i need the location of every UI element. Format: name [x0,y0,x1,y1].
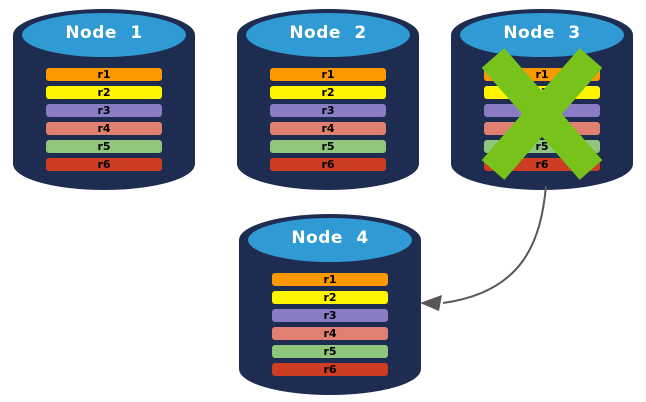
replica-row-list: r1 r2 r3 r4 r5 r6 [270,68,386,176]
row-r1: r1 [272,273,388,286]
row-r5: r5 [46,140,162,153]
row-r2: r2 [46,86,162,99]
row-r4: r4 [270,122,386,135]
row-r1: r1 [270,68,386,81]
row-r1: r1 [46,68,162,81]
row-r6: r6 [270,158,386,171]
node-title: Node 3 [503,23,581,43]
row-r3: r3 [272,309,388,322]
row-r4: r4 [272,327,388,340]
db-node-3-failed: Node 3 r1 r2 r3 r4 r5 r6 [451,6,633,190]
row-r3: r3 [270,104,386,117]
replica-row-list: r1 r2 r3 r4 r5 r6 [46,68,162,176]
row-r2: r2 [272,291,388,304]
row-r4: r4 [46,122,162,135]
row-r6: r6 [272,363,388,376]
db-node-2: Node 2 r1 r2 r3 r4 r5 r6 [237,6,419,190]
failure-x-icon [481,48,603,180]
row-r5: r5 [270,140,386,153]
node-title: Node 1 [65,23,143,43]
node-title: Node 4 [291,228,369,248]
row-r5: r5 [272,345,388,358]
row-r3: r3 [46,104,162,117]
row-r6: r6 [46,158,162,171]
replica-row-list: r1 r2 r3 r4 r5 r6 [272,273,388,381]
db-node-4: Node 4 r1 r2 r3 r4 r5 r6 [239,211,421,395]
db-node-1: Node 1 r1 r2 r3 r4 r5 r6 [13,6,195,190]
node-title: Node 2 [289,23,367,43]
row-r2: r2 [270,86,386,99]
